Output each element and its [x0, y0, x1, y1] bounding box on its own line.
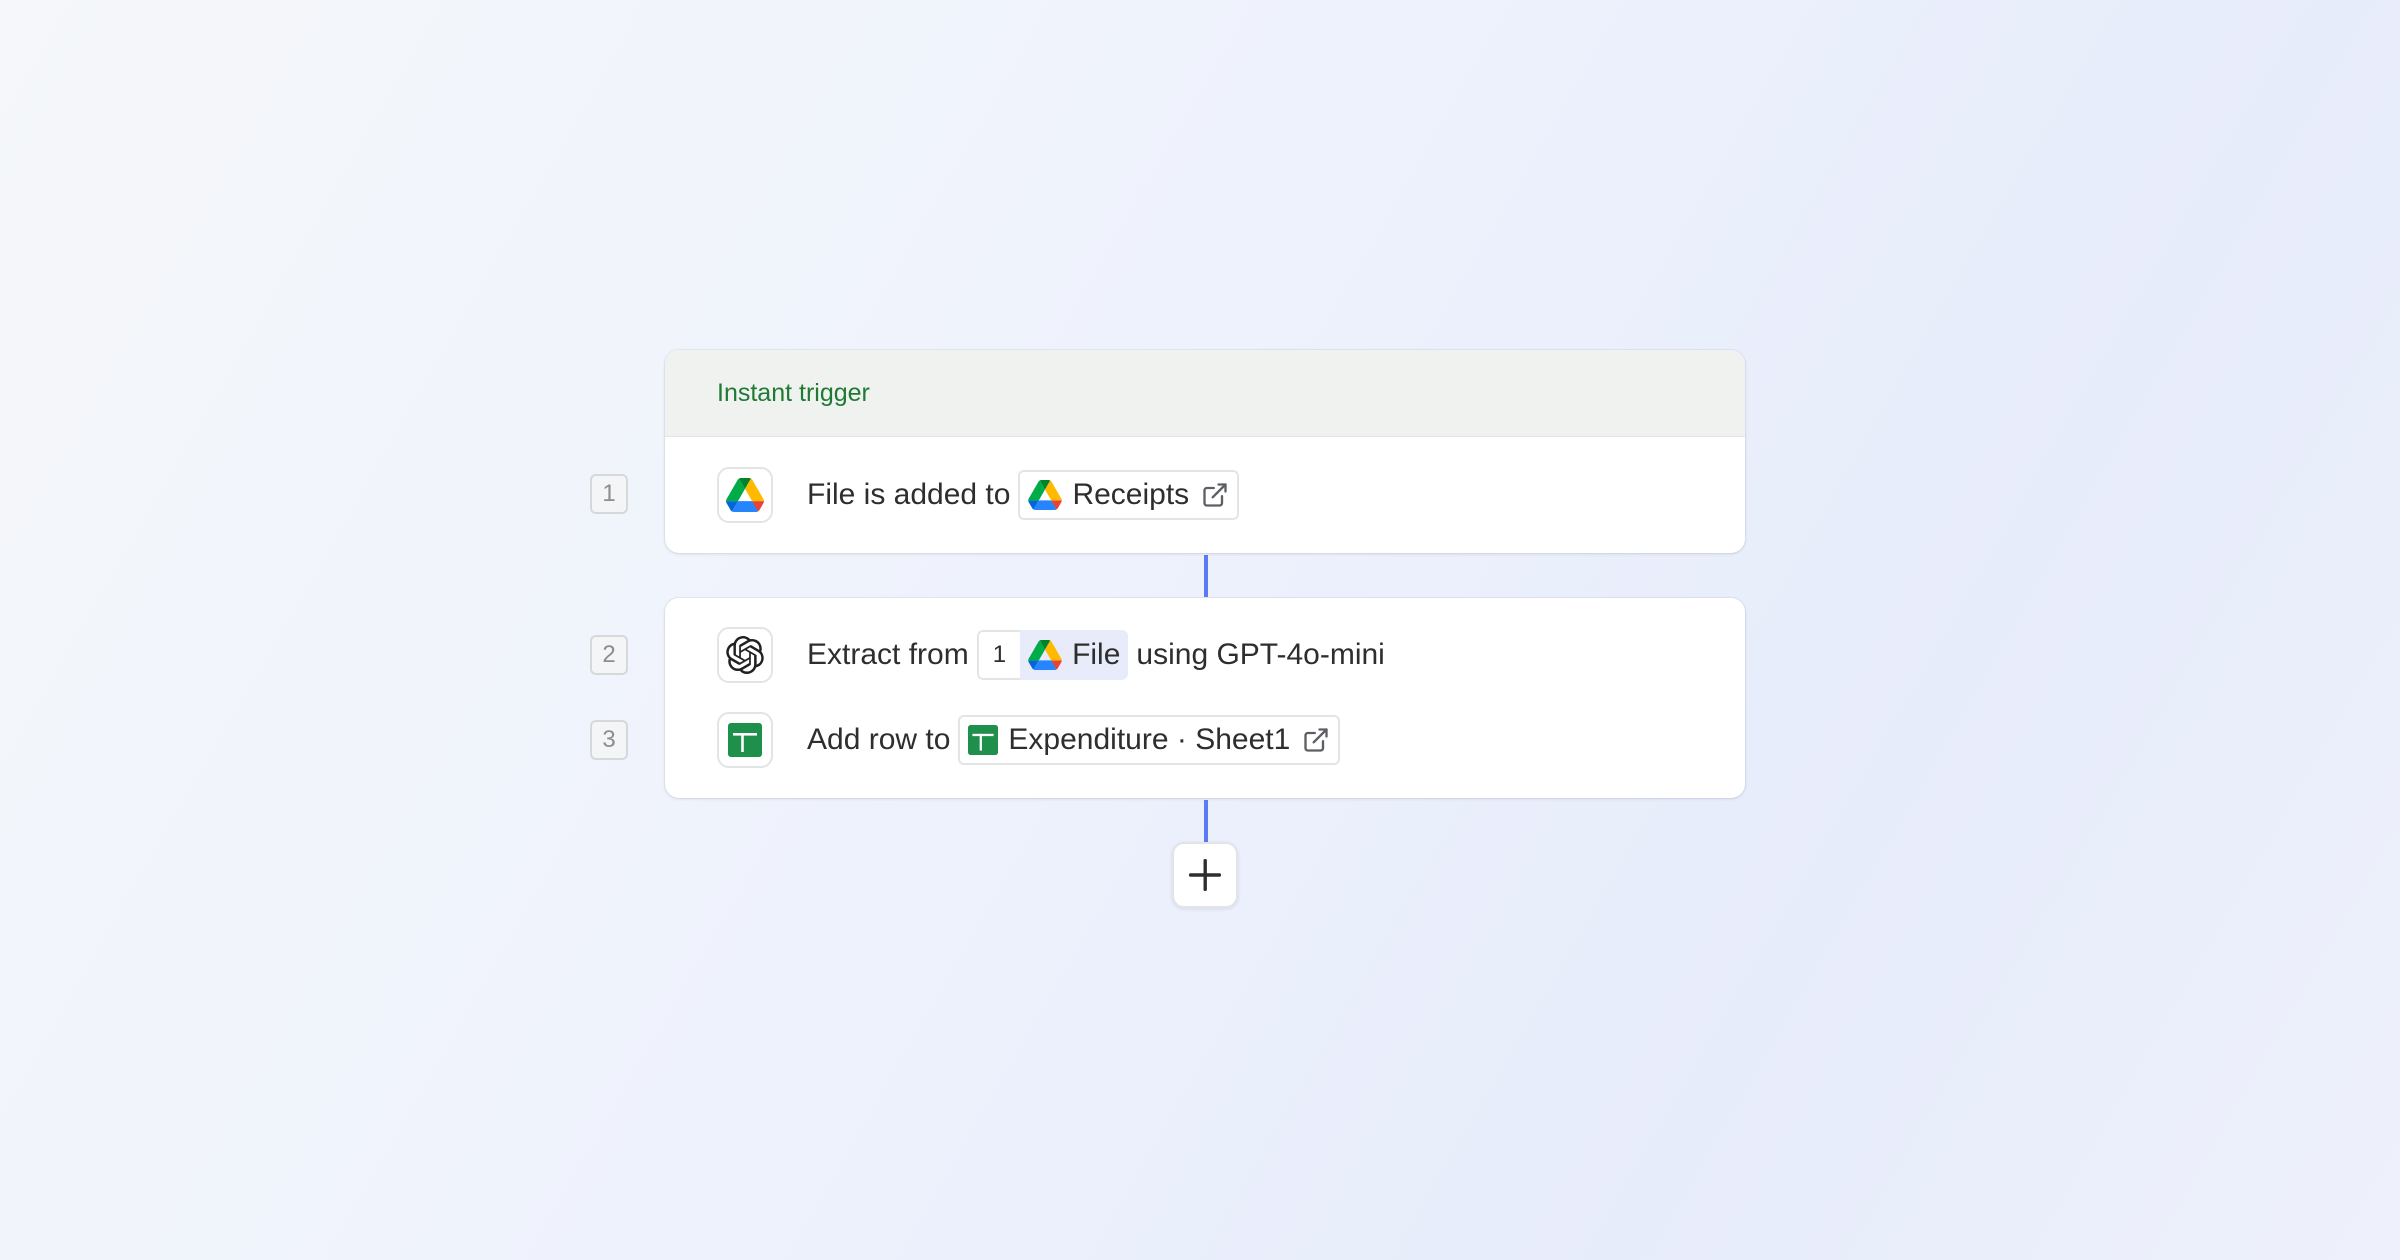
external-link-icon[interactable]: [1201, 481, 1229, 509]
connector-line: [1204, 555, 1208, 597]
step-3-row[interactable]: Add row to Expenditure · Sheet1: [717, 710, 1348, 770]
sheet-label: Expenditure · Sheet1: [1008, 723, 1291, 756]
step-2-row[interactable]: Extract from 1 File using GPT-4o-mini: [717, 625, 1385, 685]
step-2-suffix: using GPT-4o-mini: [1136, 638, 1385, 671]
google-sheets-icon: [717, 712, 773, 768]
add-step-button[interactable]: [1172, 842, 1238, 908]
step-3-prefix: Add row to: [807, 723, 951, 756]
variable-label: File: [1072, 638, 1121, 671]
step-number-3: 3: [590, 720, 628, 760]
receipts-label: Receipts: [1072, 478, 1190, 511]
trigger-header: Instant trigger: [665, 350, 1745, 437]
plus-icon: [1187, 857, 1223, 893]
connector-line: [1204, 800, 1208, 842]
google-drive-icon: [717, 467, 773, 523]
external-link-icon[interactable]: [1302, 726, 1330, 754]
google-sheets-icon: [968, 725, 999, 755]
trigger-card[interactable]: Instant trigger File is added to: [665, 350, 1745, 553]
trigger-action-text: File is added to: [807, 478, 1011, 511]
file-variable-pill[interactable]: 1 File: [976, 630, 1129, 680]
google-drive-icon: [1028, 480, 1063, 510]
receipts-folder-pill[interactable]: Receipts: [1018, 470, 1240, 520]
step-number-1: 1: [590, 474, 628, 514]
google-drive-icon: [1028, 640, 1062, 670]
sheet-pill[interactable]: Expenditure · Sheet1: [958, 715, 1341, 765]
variable-body: File: [1020, 630, 1129, 680]
openai-icon: [717, 627, 773, 683]
step-2-prefix: Extract from: [807, 638, 969, 671]
variable-step-number: 1: [976, 630, 1021, 680]
step-number-2: 2: [590, 635, 628, 675]
actions-card[interactable]: Extract from 1 File using GPT-4o-mini: [665, 598, 1745, 798]
trigger-row[interactable]: File is added to Receipts: [717, 465, 1247, 525]
